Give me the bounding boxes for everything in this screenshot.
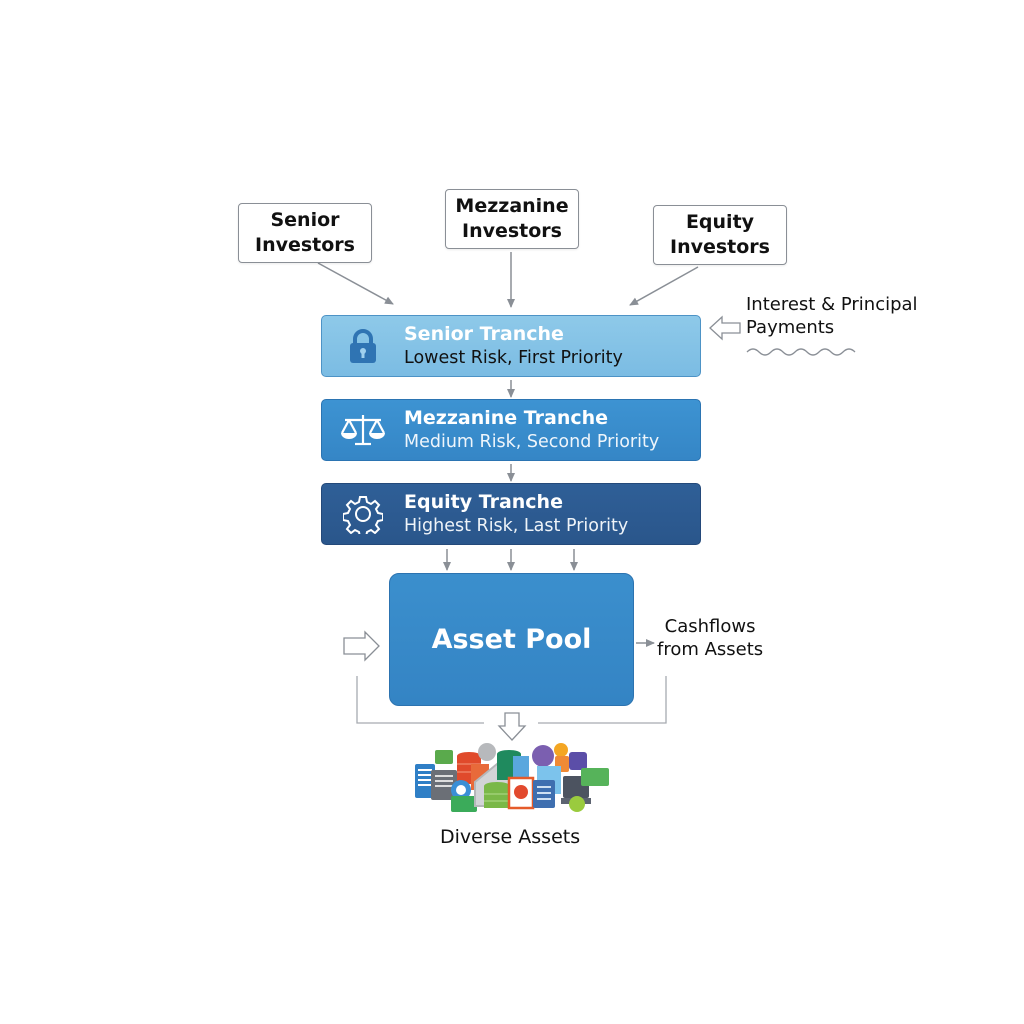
left-bracket-line: [356, 676, 484, 724]
equity-tranche[interactable]: Equity Tranche Highest Risk, Last Priori…: [321, 483, 701, 545]
mezzanine-investors-line1: Mezzanine: [455, 195, 569, 217]
cashflows-label: Cashflows from Assets: [657, 615, 763, 661]
mezzanine-tranche-title: Mezzanine Tranche: [404, 407, 609, 429]
equity-investors-line1: Equity: [685, 211, 755, 233]
asset-pool-box[interactable]: Asset Pool: [389, 573, 634, 706]
senior-tranche-title: Senior Tranche: [404, 323, 564, 345]
diverse-assets-text: Diverse Assets: [440, 826, 581, 848]
payments-label: Interest & Principal Payments: [746, 293, 918, 339]
mezzanine-tranche-subtitle: Medium Risk, Second Priority: [404, 432, 660, 452]
payments-label-line1: Interest & Principal: [746, 294, 918, 315]
senior-investors-line1: Senior: [270, 209, 340, 231]
equity-investors-line2: Investors: [670, 236, 770, 258]
diverse-assets-label: Diverse Assets: [440, 826, 580, 849]
right-bracket-line: [538, 676, 667, 724]
equity-tranche-title: Equity Tranche: [404, 491, 563, 513]
scales-icon: [322, 412, 404, 448]
senior-investors-line2: Investors: [255, 234, 355, 256]
mezzanine-tranche[interactable]: Mezzanine Tranche Medium Risk, Second Pr…: [321, 399, 701, 461]
payments-label-line2: Payments: [746, 317, 835, 338]
payments-wave: [746, 348, 856, 356]
arrow-equity-investors: [629, 266, 699, 306]
pool-inflow-hollow-arrow: [343, 630, 380, 662]
arrow-senior-investors: [317, 262, 394, 305]
cashflows-label-line2: from Assets: [657, 639, 764, 660]
lock-icon: [322, 328, 404, 364]
asset-collage-icon: [415, 743, 609, 812]
asset-pool-label: Asset Pool: [431, 624, 592, 655]
senior-tranche-subtitle: Lowest Risk, First Priority: [404, 348, 623, 368]
down-hollow-arrow: [497, 712, 527, 741]
equity-tranche-subtitle: Highest Risk, Last Priority: [404, 516, 629, 536]
mezzanine-investors-line2: Investors: [462, 220, 562, 242]
cashflows-label-line1: Cashflows: [664, 616, 756, 637]
senior-tranche[interactable]: Senior Tranche Lowest Risk, First Priori…: [321, 315, 701, 377]
payments-hollow-arrow: [709, 315, 741, 341]
gear-icon: [322, 494, 404, 534]
